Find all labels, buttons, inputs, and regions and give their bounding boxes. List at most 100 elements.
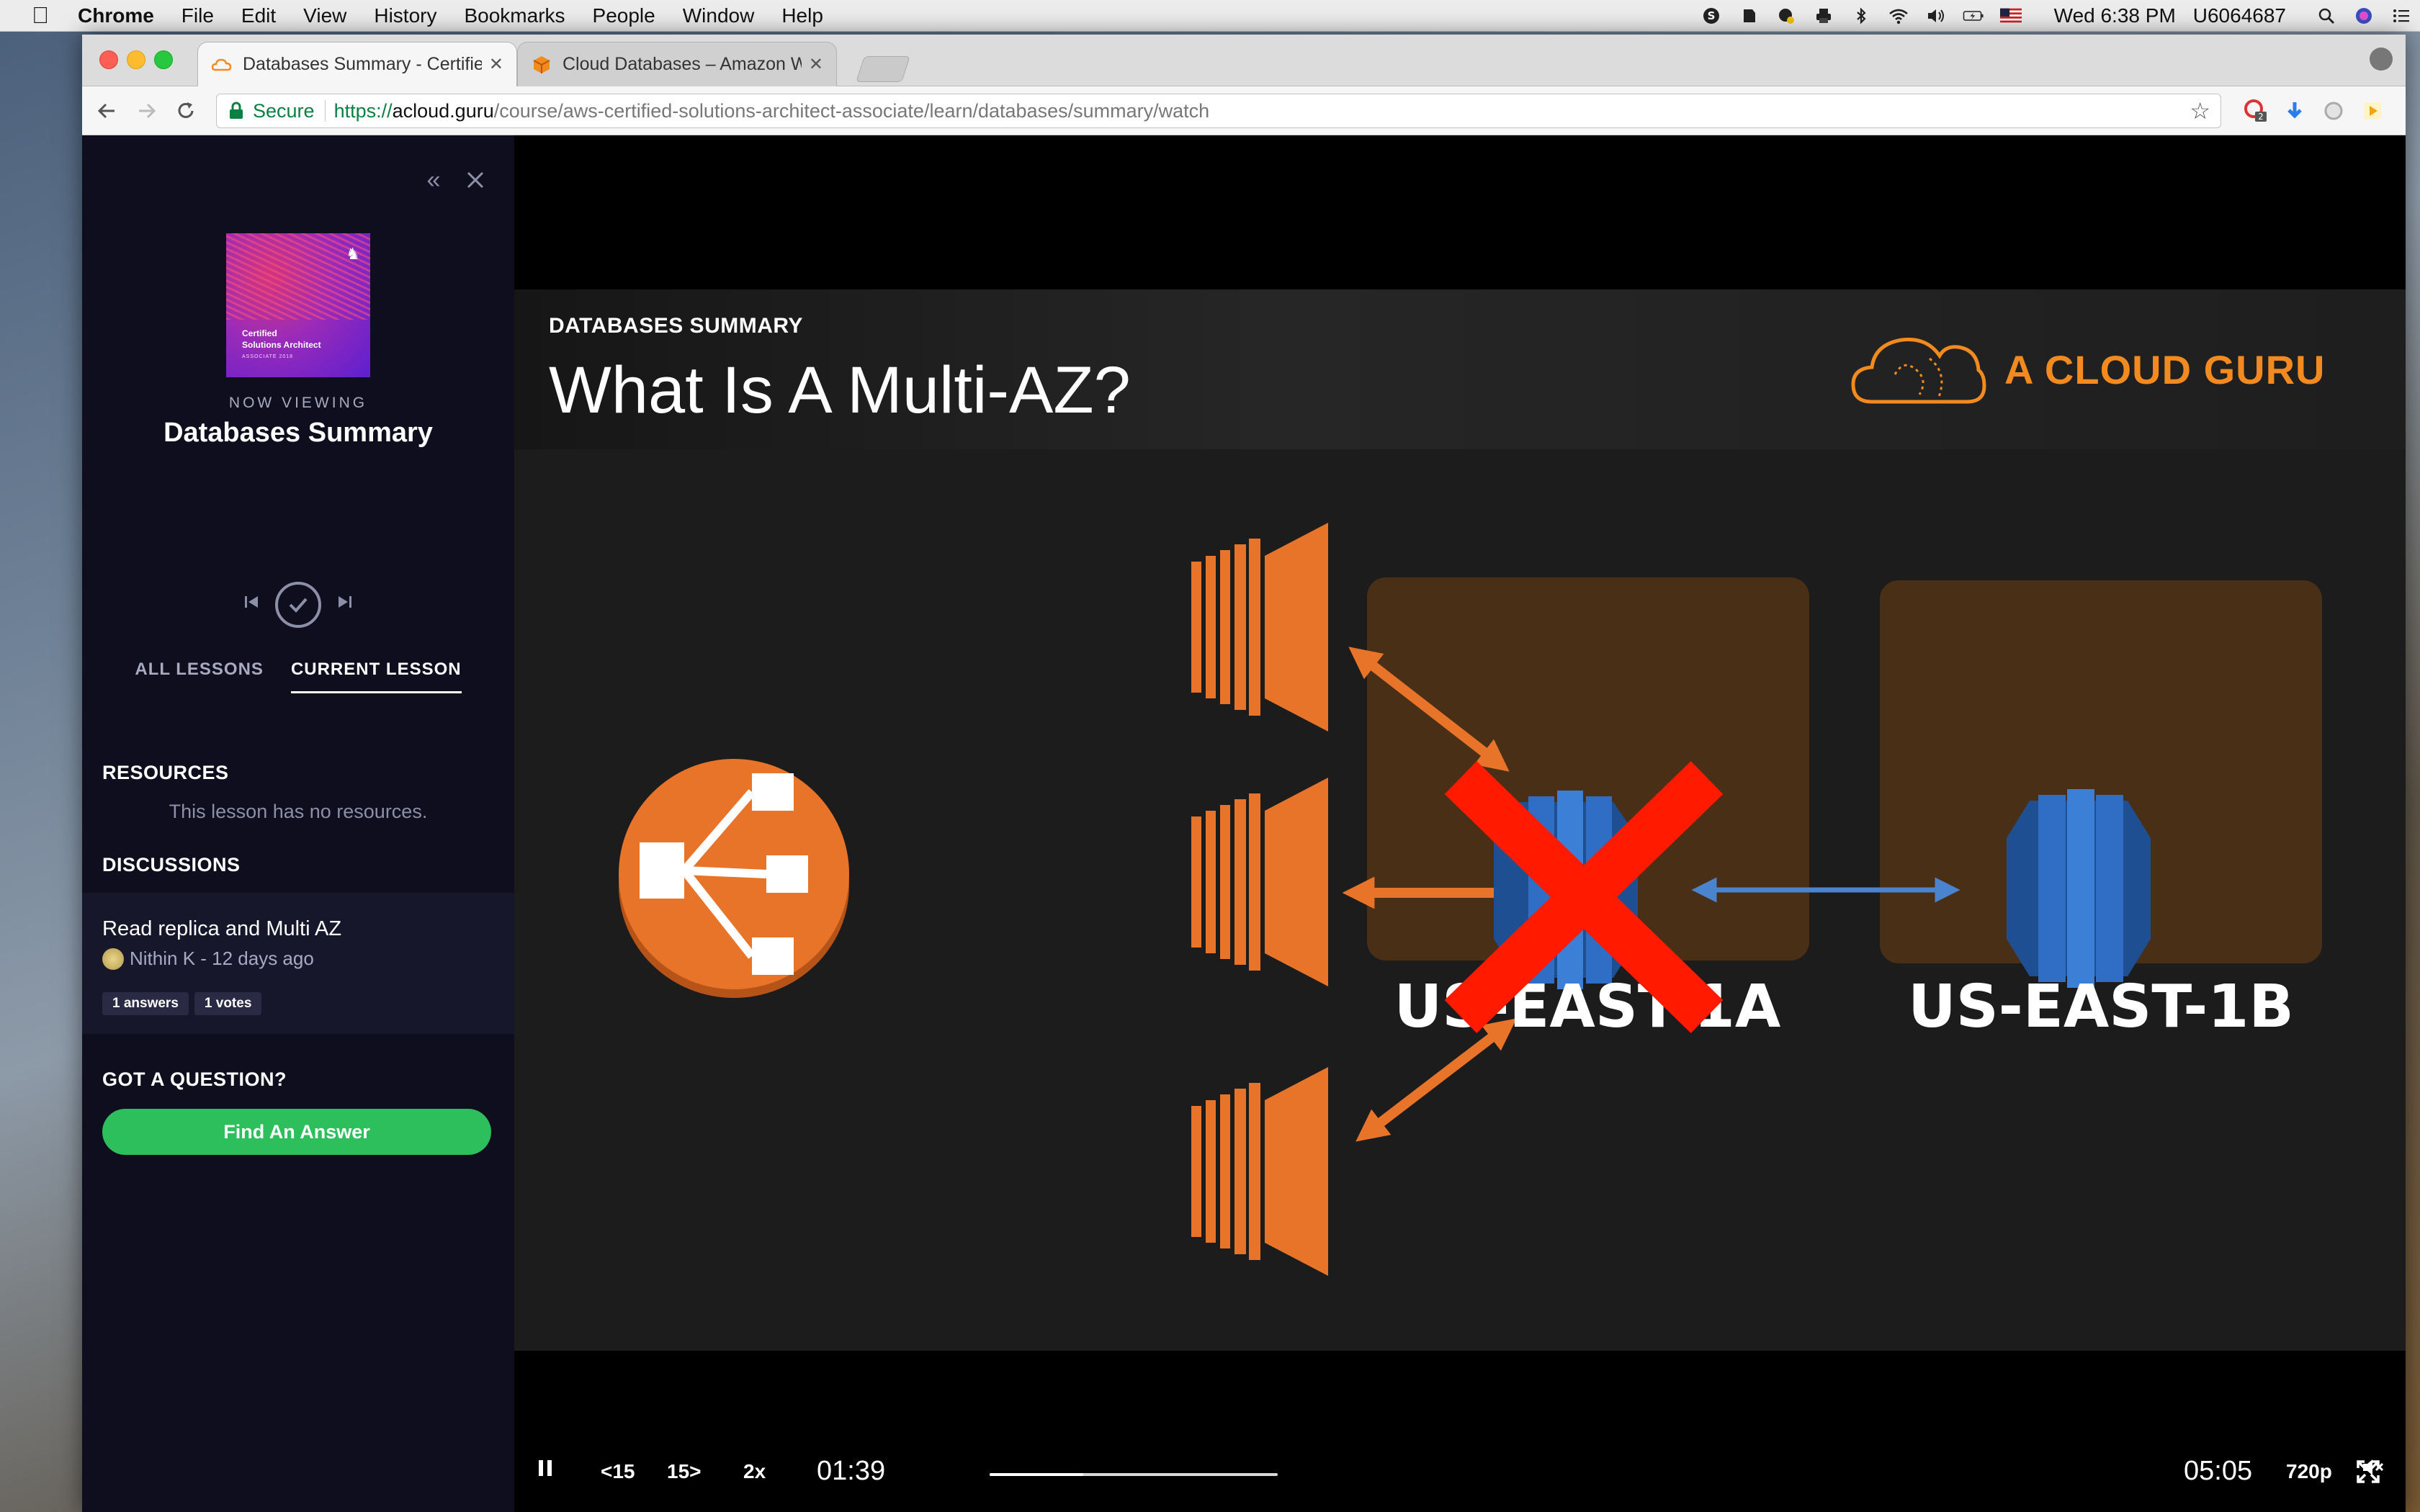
- back-arrow-icon[interactable]: [92, 96, 121, 125]
- menu-view[interactable]: View: [303, 4, 347, 27]
- lesson-tabs: ALL LESSONS CURRENT LESSON: [82, 660, 514, 693]
- tab-cloud-databases[interactable]: Cloud Databases – Amazon Web Services ✕: [517, 42, 837, 86]
- discussion-item[interactable]: Read replica and Multi AZ Nithin K - 12 …: [82, 893, 514, 1034]
- forward-seconds: 15: [667, 1460, 690, 1482]
- discussion-meta: Nithin K - 12 days ago: [130, 948, 314, 969]
- previous-lesson-icon[interactable]: [242, 592, 262, 618]
- cover-line-2: Solutions Architect: [242, 340, 321, 350]
- menu-help[interactable]: Help: [781, 4, 823, 27]
- evernote-icon[interactable]: [1738, 5, 1760, 27]
- secure-label: Secure: [253, 99, 315, 122]
- window-minimize-button[interactable]: [127, 50, 145, 69]
- forward-15-button[interactable]: 15>: [667, 1460, 702, 1483]
- tab-close-icon[interactable]: ✕: [488, 55, 503, 74]
- playback-speed-button[interactable]: 2x: [743, 1460, 766, 1482]
- address-bar[interactable]: Secure https:// acloud.guru /course/aws-…: [216, 94, 2221, 128]
- connection-arrow: [1355, 1018, 1517, 1142]
- region-label-1b: US-EAST-1B: [1908, 973, 2294, 1041]
- discussion-title: Read replica and Multi AZ: [102, 917, 342, 940]
- us-flag-icon[interactable]: [1999, 5, 2022, 27]
- current-time: 01:39: [817, 1456, 886, 1486]
- skype-icon[interactable]: S: [1700, 5, 1722, 27]
- browser-toolbar: Secure https:// acloud.guru /course/aws-…: [82, 86, 2406, 135]
- tab-close-icon[interactable]: ✕: [808, 55, 823, 74]
- menubar-clock[interactable]: Wed 6:38 PM: [2053, 4, 2176, 27]
- question-heading: GOT A QUESTION?: [102, 1068, 287, 1090]
- find-answer-button[interactable]: Find An Answer: [102, 1109, 491, 1155]
- acg-cloud-logo-icon: [1851, 337, 1986, 404]
- download-extension-icon[interactable]: [2282, 98, 2308, 124]
- acg-brand-text: A CLOUD GURU: [2004, 346, 2326, 392]
- menu-edit[interactable]: Edit: [241, 4, 277, 27]
- acg-guru-icon: ♞: [346, 245, 360, 263]
- quality-button[interactable]: 720p: [2286, 1460, 2332, 1482]
- lesson-sidebar: « ♞ Certified Solutions Architect ASSOCI…: [82, 135, 514, 1512]
- progress-scrubber[interactable]: [990, 1473, 1278, 1476]
- spotlight-search-icon[interactable]: [2316, 5, 2337, 27]
- chevron-left-icon: <: [601, 1460, 613, 1482]
- window-close-button[interactable]: [99, 50, 118, 69]
- reload-icon[interactable]: [171, 96, 200, 125]
- play-extension-icon[interactable]: [2360, 98, 2385, 124]
- az-box-us-east-1b: [1880, 580, 2322, 963]
- ec2-instance-icon: [1191, 1067, 1328, 1276]
- mark-complete-check-icon[interactable]: [275, 582, 321, 628]
- notification-app-icon[interactable]: [1775, 5, 1797, 27]
- answers-badge: 1 answers: [102, 992, 189, 1015]
- slide-title: What Is A Multi-AZ?: [549, 354, 1131, 427]
- close-sidebar-icon[interactable]: [461, 166, 490, 194]
- macos-menubar:  Chrome File Edit View History Bookmark…: [0, 0, 2420, 32]
- bluetooth-icon[interactable]: [1850, 5, 1872, 27]
- menu-app-name[interactable]: Chrome: [78, 4, 154, 27]
- adblock-extension-icon[interactable]: 2: [2243, 98, 2269, 124]
- wifi-icon[interactable]: [1888, 5, 1909, 27]
- next-lesson-icon[interactable]: [334, 592, 354, 618]
- cloud-guru-icon: [211, 54, 233, 76]
- menu-file[interactable]: File: [181, 4, 214, 27]
- bookmark-star-icon[interactable]: ☆: [2190, 98, 2210, 124]
- discussion-badges: 1 answers 1 votes: [102, 992, 267, 1015]
- collapse-sidebar-icon[interactable]: «: [426, 166, 441, 194]
- duration: 05:05: [2184, 1456, 2253, 1486]
- course-player-page: « ♞ Certified Solutions Architect ASSOCI…: [82, 135, 2406, 1512]
- tab-title: Databases Summary - Certified Solutions …: [243, 54, 482, 74]
- new-tab-button[interactable]: [856, 56, 910, 82]
- fullscreen-icon[interactable]: [2355, 1459, 2384, 1488]
- tab-databases-summary[interactable]: Databases Summary - Certified Solutions …: [197, 42, 517, 86]
- volume-icon[interactable]: [1925, 5, 1947, 27]
- menubar-user[interactable]: U6064687: [2192, 4, 2286, 27]
- menu-history[interactable]: History: [374, 4, 437, 27]
- failure-x-icon: [1444, 761, 1724, 1033]
- apple-menu-icon[interactable]: : [26, 2, 55, 29]
- video-player[interactable]: DATABASES SUMMARY What Is A Multi-AZ? A …: [514, 135, 2406, 1512]
- tab-all-lessons[interactable]: ALL LESSONS: [135, 660, 264, 679]
- circle-extension-icon[interactable]: [2321, 98, 2347, 124]
- pause-icon[interactable]: [536, 1457, 555, 1484]
- battery-icon[interactable]: [1963, 5, 1984, 27]
- lesson-navigation: [82, 582, 514, 628]
- forward-arrow-icon[interactable]: [133, 96, 161, 125]
- no-resources-text: This lesson has no resources.: [169, 801, 428, 822]
- tab-current-lesson[interactable]: CURRENT LESSON: [290, 660, 462, 693]
- tab-title: Cloud Databases – Amazon Web Services: [563, 54, 802, 74]
- notification-center-icon[interactable]: [2390, 5, 2412, 27]
- menu-bookmarks[interactable]: Bookmarks: [464, 4, 565, 27]
- chevron-right-icon: >: [689, 1460, 702, 1482]
- menu-people[interactable]: People: [592, 4, 655, 27]
- video-frame: DATABASES SUMMARY What Is A Multi-AZ? A …: [514, 289, 2406, 1351]
- discussion-meta-row: Nithin K - 12 days ago: [102, 948, 314, 970]
- course-cover-image: ♞ Certified Solutions Architect ASSOCIAT…: [226, 233, 370, 377]
- profile-icon[interactable]: [2370, 48, 2393, 71]
- discussions-heading: DISCUSSIONS: [102, 854, 241, 876]
- tab-strip: Databases Summary - Certified Solutions …: [82, 35, 2406, 86]
- video-controls: <15 15> 2x 01:39 05:05 720p: [514, 1417, 2406, 1512]
- multi-az-diagram: US-EAST-1A US-EAST-1B: [619, 523, 2322, 1276]
- rewind-15-button[interactable]: <15: [601, 1460, 635, 1483]
- printer-icon[interactable]: [1813, 5, 1834, 27]
- progress-fill: [990, 1473, 1083, 1476]
- url-path: /course/aws-certified-solutions-architec…: [493, 99, 1210, 122]
- siri-icon[interactable]: [2353, 5, 2375, 27]
- menu-window[interactable]: Window: [682, 4, 755, 27]
- resources-heading: RESOURCES: [102, 762, 229, 783]
- window-zoom-button[interactable]: [154, 50, 173, 69]
